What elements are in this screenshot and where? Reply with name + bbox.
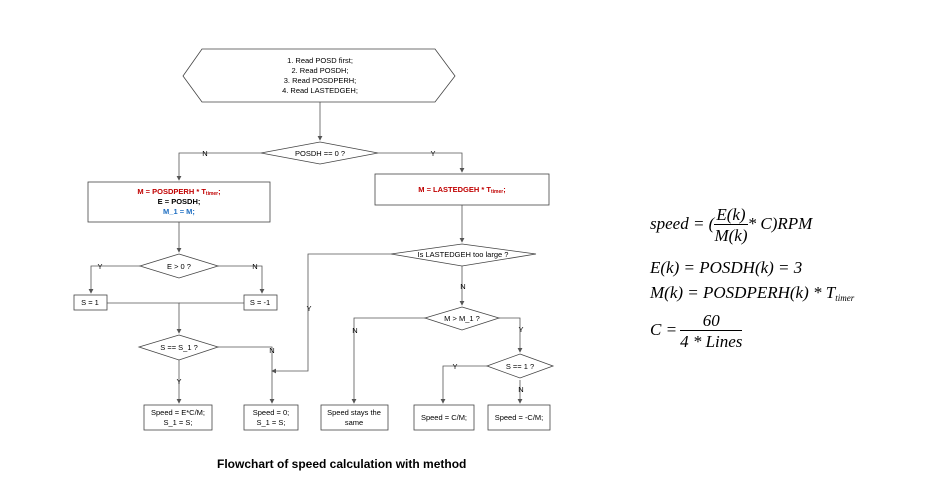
label-lastedge-no: N bbox=[460, 282, 465, 291]
out3-line-1: Speed stays the bbox=[327, 408, 381, 417]
label-s1-yes: Y bbox=[176, 377, 181, 386]
decision-e-text: E > 0 ? bbox=[167, 262, 191, 271]
label-posdh-no: N bbox=[202, 149, 207, 158]
label-m-yes: Y bbox=[518, 325, 523, 334]
edge-s-yes bbox=[440, 365, 487, 404]
decision-posdh-text: POSDH == 0 ? bbox=[295, 149, 345, 158]
right-box-text: M = LASTEDGEH * Ttimer; bbox=[418, 185, 505, 195]
c-lhs: C = bbox=[650, 319, 678, 339]
speed-denominator: M(k) bbox=[714, 226, 748, 245]
s-neg-text: S = -1 bbox=[250, 298, 270, 307]
flow-edges bbox=[88, 102, 523, 404]
left-box-line-3: M_1 = M; bbox=[163, 207, 195, 216]
decision-s: S == 1 ? bbox=[485, 353, 555, 379]
c-denominator: 4 * Lines bbox=[680, 332, 743, 351]
label-posdh-yes: Y bbox=[430, 149, 435, 158]
label-lastedge-yes: Y bbox=[306, 304, 311, 313]
process-s-pos: S = 1 bbox=[73, 294, 108, 311]
edge-m-no bbox=[351, 317, 425, 404]
speed-rhs: * C)RPM bbox=[747, 213, 813, 233]
output-speed-zero: Speed = 0; S_1 = S; bbox=[243, 404, 299, 431]
edge-posdh-no bbox=[176, 152, 261, 181]
decision-m: M > M_1 ? bbox=[423, 306, 501, 331]
start-line-2: 2. Read POSDH; bbox=[291, 66, 348, 75]
process-left: M = POSDPERH * Ttimer; E = POSDH; M_1 = … bbox=[87, 181, 271, 223]
out5-text: Speed = -C/M; bbox=[495, 413, 544, 422]
out2-line-2: S_1 = S; bbox=[257, 418, 286, 427]
edge-spos-to-s1 bbox=[107, 302, 182, 334]
label-s-no: N bbox=[518, 385, 523, 394]
out3-line-2: same bbox=[345, 418, 363, 427]
out1-line-2: S_1 = S; bbox=[164, 418, 193, 427]
label-s1-no: N bbox=[269, 346, 274, 355]
edge-m-yes bbox=[499, 317, 523, 353]
out4-text: Speed = C/M; bbox=[421, 413, 467, 422]
edge-posdh-yes bbox=[378, 152, 465, 173]
label-s-yes: Y bbox=[452, 362, 457, 371]
start-node: 1. Read POSD first; 2. Read POSDH; 3. Re… bbox=[182, 48, 456, 103]
label-e-yes: Y bbox=[97, 262, 102, 271]
decision-s1-text: S == S_1 ? bbox=[160, 343, 198, 352]
label-e-no: N bbox=[252, 262, 257, 271]
output-speed-c-m: Speed = C/M; bbox=[413, 404, 475, 431]
edge-e-yes bbox=[88, 265, 140, 294]
start-line-4: 4. Read LASTEDGEH; bbox=[282, 86, 358, 95]
figure-caption: Flowchart of speed calculation with meth… bbox=[217, 457, 467, 471]
output-speed-neg-c-m: Speed = -C/M; bbox=[487, 404, 551, 431]
decision-m-text: M > M_1 ? bbox=[444, 314, 480, 323]
process-s-neg: S = -1 bbox=[243, 294, 278, 311]
speed-fraction: E(k)M(k) bbox=[714, 205, 748, 245]
formula-e: E(k) = POSDH(k) = 3 bbox=[650, 258, 803, 277]
c-numerator: 60 bbox=[680, 312, 743, 331]
speed-lhs: speed = ( bbox=[650, 213, 715, 233]
out1-line-1: Speed = E*C/M; bbox=[151, 408, 205, 417]
output-speed-ec-m: Speed = E*C/M; S_1 = S; bbox=[143, 404, 213, 431]
start-line-3: 3. Read POSDPERH; bbox=[284, 76, 357, 85]
out2-line-1: Speed = 0; bbox=[253, 408, 290, 417]
m-line-text: M(k) = POSDPERH(k) * T bbox=[650, 283, 836, 302]
edge-e-no bbox=[218, 265, 265, 294]
decision-s-text: S == 1 ? bbox=[506, 362, 534, 371]
speed-numerator: E(k) bbox=[714, 205, 748, 225]
decision-s1: S == S_1 ? bbox=[137, 334, 220, 361]
formula-speed: speed = (E(k)M(k)* C)RPM bbox=[650, 206, 812, 244]
decision-posdh: POSDH == 0 ? bbox=[260, 141, 379, 165]
decision-lastedge-text: Is LASTEDGEH too large ? bbox=[418, 250, 509, 259]
left-box-line-1: M = POSDPERH * Ttimer; bbox=[137, 187, 220, 197]
edge-labels: N Y Y N Y N N Y N Y Y N bbox=[97, 149, 523, 394]
label-m-no: N bbox=[352, 326, 357, 335]
s-pos-text: S = 1 bbox=[81, 298, 99, 307]
formula-m: M(k) = POSDPERH(k) * Ttimer bbox=[650, 284, 854, 303]
left-box-line-2: E = POSDH; bbox=[158, 197, 201, 206]
process-right: M = LASTEDGEH * Ttimer; bbox=[374, 173, 550, 206]
m-line-sub: timer bbox=[835, 293, 855, 303]
edge-lastedge-yes bbox=[271, 253, 391, 374]
decision-lastedge: Is LASTEDGEH too large ? bbox=[390, 243, 537, 267]
start-line-1: 1. Read POSD first; bbox=[287, 56, 353, 65]
decision-e: E > 0 ? bbox=[138, 253, 220, 279]
output-speed-same: Speed stays the same bbox=[320, 404, 389, 431]
edge-s1-no bbox=[218, 346, 275, 404]
